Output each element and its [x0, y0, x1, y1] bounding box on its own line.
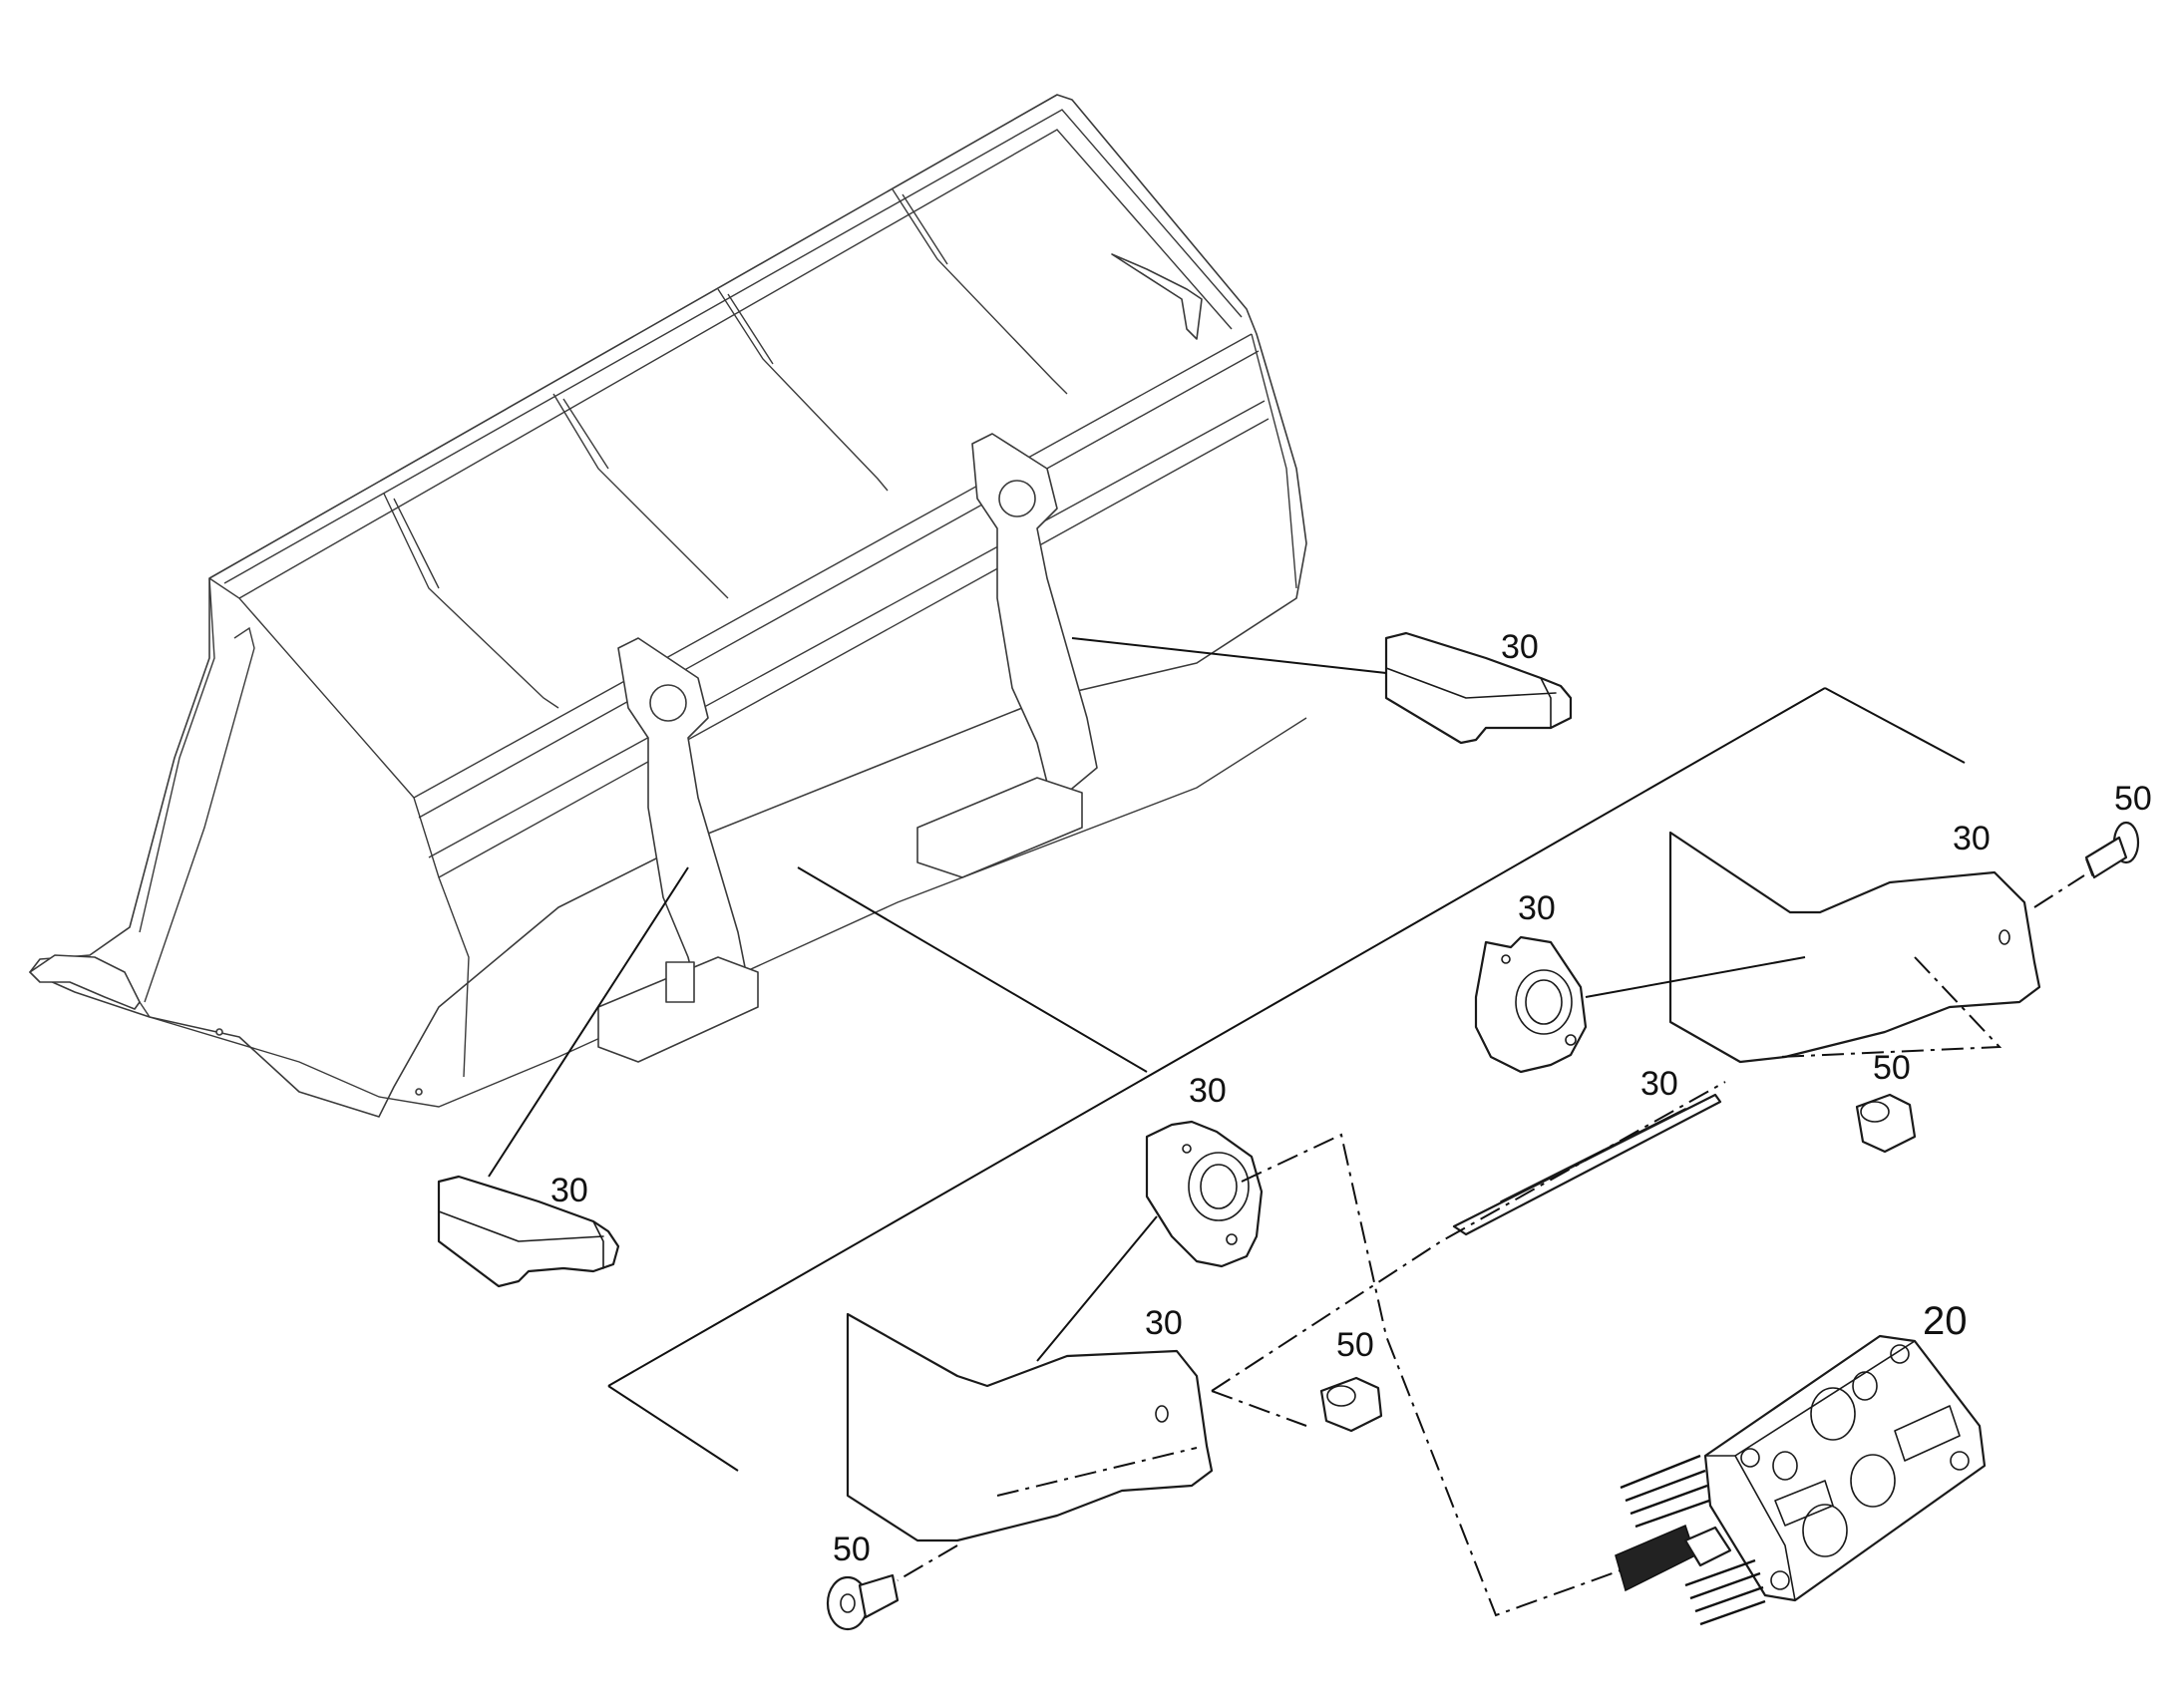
- shim-strip: [1452, 1093, 1722, 1236]
- callout-50: 50: [833, 1531, 871, 1568]
- callout-50: 50: [2114, 780, 2152, 818]
- callout-30: 30: [1189, 1072, 1227, 1110]
- callout-labels: 30 30 30 50 30 30 50 30 30 50 50 20: [550, 628, 2152, 1568]
- bushing-right: [1855, 1093, 1917, 1154]
- callout-30: 30: [1501, 628, 1539, 666]
- callout-30: 30: [1518, 889, 1556, 927]
- callout-30: 30: [1640, 1065, 1678, 1103]
- wear-pad-lower-left: [437, 1175, 620, 1288]
- bolt-top-right: [2084, 821, 2140, 879]
- callout-30: 30: [1953, 820, 1991, 857]
- bolt-bottom-left: [826, 1573, 900, 1631]
- callout-30: 30: [550, 1172, 588, 1209]
- callout-50: 50: [1336, 1326, 1374, 1364]
- callout-30: 30: [1145, 1304, 1183, 1342]
- tooth-adapter-assembly: [1615, 1334, 1987, 1626]
- callout-50: 50: [1873, 1049, 1911, 1087]
- bracket-plate-left: [846, 1312, 1214, 1542]
- bushing-left: [1319, 1376, 1383, 1433]
- wear-pad-upper-right: [1384, 631, 1573, 745]
- leader-lines: [488, 637, 2085, 1617]
- bearing-housing-right: [1474, 935, 1588, 1074]
- callout-20: 20: [1923, 1299, 1968, 1343]
- bearing-housing-left: [1145, 1120, 1264, 1268]
- loader-bucket: [29, 94, 1307, 1118]
- bracket-plate-right: [1668, 831, 2041, 1064]
